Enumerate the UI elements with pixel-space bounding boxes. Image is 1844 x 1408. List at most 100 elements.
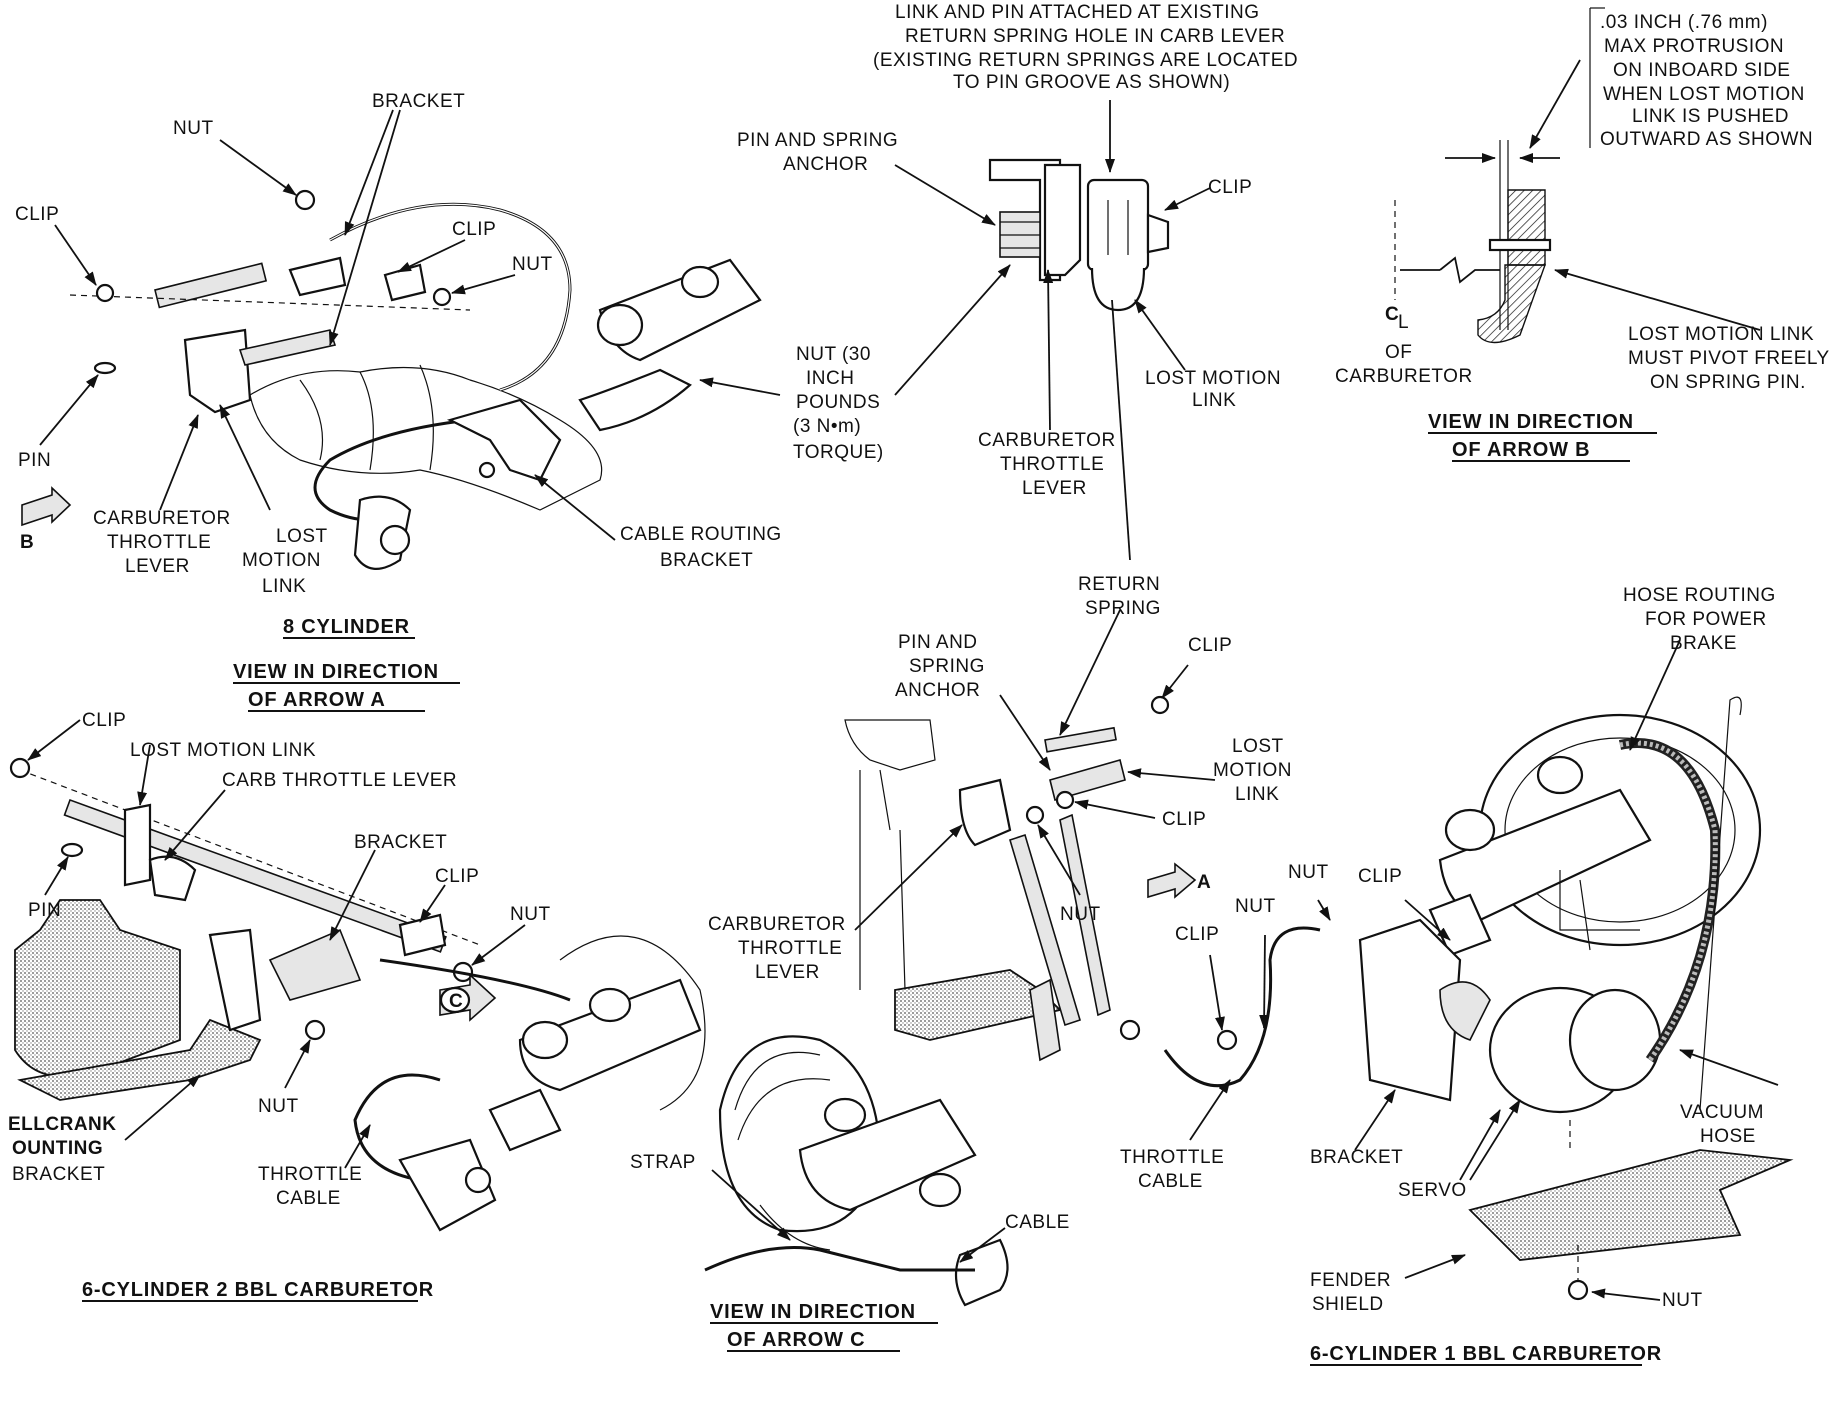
label-carb-lever-1bbl-3: LEVER	[755, 962, 820, 983]
label-arrow-c: C	[449, 991, 463, 1012]
view-b-section: .03 INCH (.76 mm) MAX PROTRUSION ON INBO…	[1335, 7, 1829, 462]
cable-2bbl-upper	[379, 958, 571, 1002]
mc-cap-1bbl-left	[1444, 808, 1496, 852]
label-protrusion-6: OUTWARD AS SHOWN	[1600, 129, 1813, 150]
label-return-spring-1: RETURN	[1078, 574, 1160, 595]
throttle-cable-lower	[313, 418, 471, 522]
label-strap: STRAP	[630, 1152, 696, 1173]
mc-cap-left	[596, 303, 644, 347]
spring-pin	[1488, 238, 1552, 252]
label-nut-torque-5: TORQUE)	[793, 442, 884, 463]
label-clip3-1bbl: CLIP	[1175, 924, 1219, 945]
label-lost-motion-2bbl: LOST MOTION LINK	[130, 740, 316, 761]
support-rod-1bbl	[1699, 696, 1742, 1111]
clip-part	[95, 283, 115, 303]
label-vacuum-hose-2: HOSE	[1700, 1126, 1756, 1147]
booster-outline-2bbl	[559, 935, 706, 1111]
label-carb-lever-d2: THROTTLE	[1000, 454, 1104, 475]
label-lost-motion-d2: LINK	[1192, 390, 1236, 411]
label-of-carb-2: CARBURETOR	[1335, 366, 1473, 387]
label-pin-anchor-1: PIN AND SPRING	[737, 130, 898, 151]
label-clip-2bbl: CLIP	[82, 710, 126, 731]
label-hose-routing-1: HOSE ROUTING	[1623, 585, 1776, 606]
cable-view-c	[704, 1246, 975, 1272]
label-pin-anchor-2: ANCHOR	[783, 154, 868, 175]
label-clip-detail: CLIP	[1208, 177, 1252, 198]
cable-end-2bbl	[398, 1138, 497, 1232]
label-pin-anchor-1bbl-3: ANCHOR	[895, 680, 980, 701]
label-bellcrank-3: BRACKET	[12, 1164, 105, 1185]
label-nut4-1bbl: NUT	[1662, 1290, 1703, 1311]
engine-outline	[249, 366, 603, 511]
nut2-2bbl-part	[304, 1019, 326, 1041]
label-nut-right: NUT	[512, 254, 553, 275]
title-view-c-2: OF ARROW C	[727, 1329, 865, 1351]
label-protrusion-4: WHEN LOST MOTION	[1603, 84, 1805, 105]
label-cable-routing-1: CABLE ROUTING	[620, 524, 782, 545]
label-clip2-1bbl: CLIP	[1162, 809, 1206, 830]
pin-part	[93, 361, 117, 375]
label-nut-torque-3: POUNDS	[796, 392, 880, 413]
label-arrow-b: B	[20, 532, 34, 553]
label-lost-motion-1: LOST	[276, 526, 328, 547]
throttle-cable-1bbl	[1163, 926, 1321, 1088]
arrow-b-marker	[21, 486, 72, 527]
engine-detail-lines	[299, 364, 434, 471]
label-carb-lever-1bbl-2: THROTTLE	[738, 938, 842, 959]
servo-linkage	[1439, 981, 1491, 1041]
bracket-part-1bbl	[1029, 978, 1061, 1062]
label-bracket-1bbl: BRACKET	[1310, 1147, 1403, 1168]
lost-motion-link-1bbl	[1049, 759, 1126, 801]
title-8-cylinder: 8 CYLINDER	[283, 616, 410, 638]
label-lost-motion-1bbl-2: MOTION	[1213, 760, 1292, 781]
label-nut: NUT	[173, 118, 214, 139]
header-line-2: RETURN SPRING HOLE IN CARB LEVER	[905, 26, 1285, 47]
title-6cyl-1bbl: 6-CYLINDER 1 BBL CARBURETOR	[1310, 1343, 1662, 1365]
mc-outlet-2bbl	[488, 1088, 562, 1152]
label-lost-motion-1bbl-1: LOST	[1232, 736, 1284, 757]
lost-motion-link-part	[238, 329, 337, 366]
label-bellcrank-1: ELLCRANK	[8, 1114, 117, 1135]
carb-lever-plate	[1043, 163, 1082, 277]
label-pin-2bbl: PIN	[28, 900, 61, 921]
header-line-1: LINK AND PIN ATTACHED AT EXISTING	[895, 2, 1260, 23]
linkage-rod-2bbl	[63, 798, 447, 953]
master-cylinder-2bbl	[518, 978, 702, 1092]
label-throttle-cable-1bbl-2: CABLE	[1138, 1171, 1203, 1192]
lost-motion-u	[1090, 267, 1146, 312]
label-carb-lever-1: CARBURETOR	[93, 508, 231, 529]
label-nut-torque-4: (3 N•m)	[793, 416, 861, 437]
label-nut-1bbl: NUT	[1060, 904, 1101, 925]
label-carb-lever-2bbl: CARB THROTTLE LEVER	[222, 770, 457, 791]
arrow-c-circle	[439, 986, 471, 1014]
arrow-a-marker	[1147, 862, 1197, 899]
bracket-a	[288, 256, 347, 297]
six-cyl-1bbl-section: RETURN SPRING PIN AND SPRING ANCHOR CLIP…	[708, 574, 1794, 1366]
label-carb-lever-d3: LEVER	[1022, 478, 1087, 499]
clip-1bbl-top	[1150, 695, 1170, 715]
pin-2bbl-part	[60, 842, 84, 858]
label-fender-shield-1: FENDER	[1310, 1270, 1391, 1291]
bracket-b	[383, 263, 427, 302]
linkage-rod	[154, 262, 268, 309]
label-carb-lever-3: LEVER	[125, 556, 190, 577]
label-arrow-a: A	[1197, 872, 1211, 893]
strap-view-c	[759, 1204, 831, 1251]
nut-1bbl-lower	[1119, 1019, 1141, 1041]
label-lost-motion-2: MOTION	[242, 550, 321, 571]
nut-right-part	[432, 287, 452, 307]
title-view-b-1: VIEW IN DIRECTION	[1428, 411, 1634, 433]
label-nut-torque-1: NUT (30	[796, 344, 871, 365]
bellcrank-bracket-part	[17, 1018, 262, 1101]
assembly-line	[69, 294, 471, 311]
label-lost-motion-d1: LOST MOTION	[1145, 368, 1281, 389]
label-clip-left: CLIP	[15, 204, 59, 225]
label-clip-1bbl: CLIP	[1188, 635, 1232, 656]
link-pin-detail-section: LINK AND PIN ATTACHED AT EXISTING RETURN…	[737, 2, 1298, 561]
eight-cylinder-section: NUT BRACKET CLIP CLIP NUT PIN B CARBURET…	[15, 91, 884, 712]
clip-detail	[1146, 213, 1170, 254]
label-protrusion-2: MAX PROTRUSION	[1604, 36, 1784, 57]
title-view-b-2: OF ARROW B	[1452, 439, 1590, 461]
